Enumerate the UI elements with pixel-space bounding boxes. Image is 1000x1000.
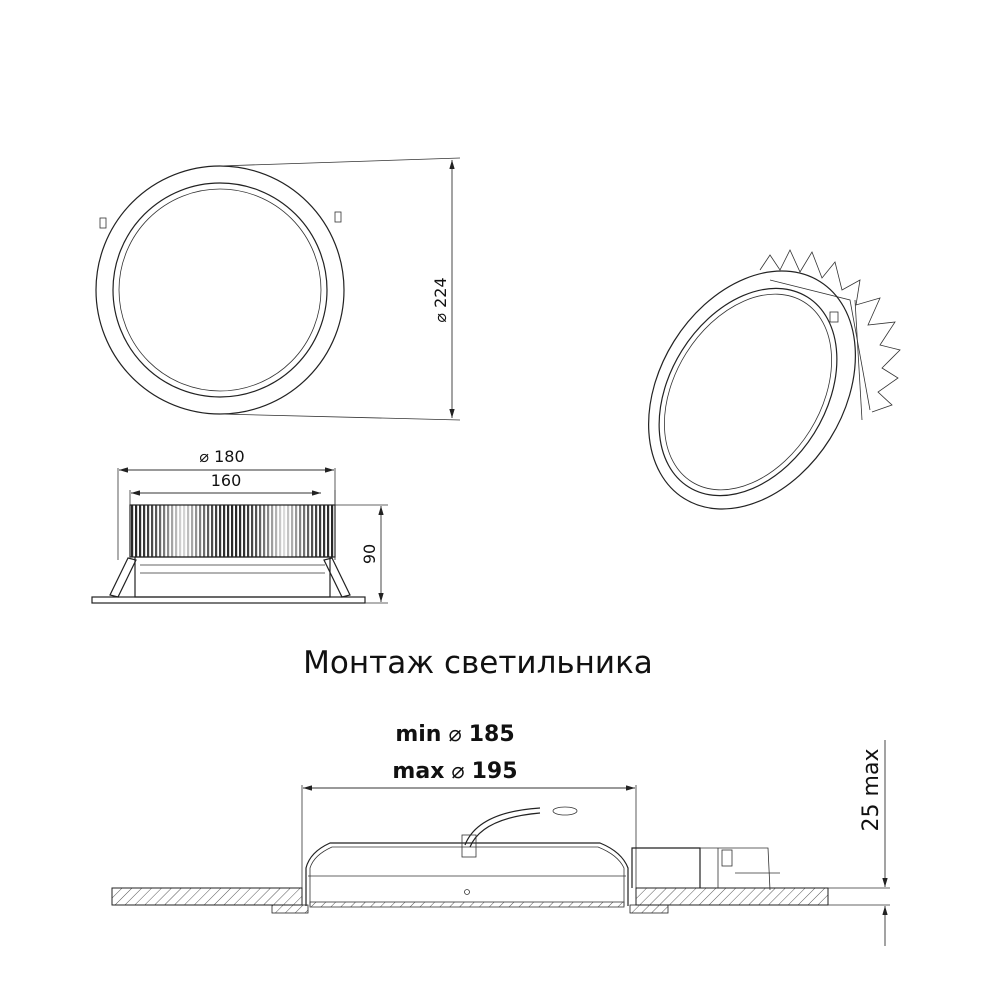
heatsink-fin — [171, 505, 174, 557]
spring-clip — [829, 311, 839, 323]
cable — [464, 807, 541, 846]
heatsink-fin — [235, 505, 238, 557]
flange-right — [629, 904, 669, 914]
spring-right — [323, 557, 351, 598]
heatsink-fin — [303, 505, 306, 557]
heatsink — [131, 505, 334, 557]
heatsink-fin — [299, 505, 302, 557]
height-90-label: 90 — [360, 544, 379, 564]
heatsink-fin — [291, 505, 294, 557]
flange — [91, 596, 366, 604]
outer-bezel — [95, 165, 345, 415]
heatsink-fin — [219, 505, 222, 557]
housing — [305, 842, 629, 906]
heatsink-fin — [251, 505, 254, 557]
heatsink-fin — [147, 505, 150, 557]
heatsink-fin — [203, 505, 206, 557]
diameter-180-label: ⌀ 180 — [199, 447, 244, 466]
spring-left — [109, 557, 137, 598]
diffuser — [118, 188, 322, 392]
heatsink-fin — [187, 505, 190, 557]
heatsink-fin — [307, 505, 310, 557]
heatsink-fin — [259, 505, 262, 557]
flange-left — [271, 904, 309, 914]
bezel-inner — [658, 287, 838, 497]
diameter-224-label: ⌀ 224 — [431, 277, 450, 322]
heatsink-fin — [319, 505, 322, 557]
heatsink-fin — [151, 505, 154, 557]
heatsink-fin — [155, 505, 158, 557]
heatsink-fin — [215, 505, 218, 557]
heatsink-fin — [315, 505, 318, 557]
perspective-view — [648, 249, 901, 510]
ceiling-right — [635, 887, 829, 906]
heatsink-fin — [175, 505, 178, 557]
heatsink-fin — [143, 505, 146, 557]
heatsink-fin — [223, 505, 226, 557]
heatsink-fin — [195, 505, 198, 557]
diffuser — [309, 901, 625, 908]
ceiling-left — [111, 887, 303, 906]
mounting-title: Монтаж светильника — [303, 645, 653, 681]
heatsink-fin — [131, 505, 134, 557]
mounting-view: min ⌀ 185 max ⌀ 195 25 max — [111, 722, 890, 946]
heatsink-fin — [183, 505, 186, 557]
cutout-max-label: max ⌀ 195 — [392, 759, 517, 784]
heatsink-fin — [283, 505, 286, 557]
heatsink-fin — [279, 505, 282, 557]
heatsink-fin — [263, 505, 266, 557]
heatsink-fins — [759, 249, 901, 421]
spring-clip-right — [334, 211, 342, 223]
heatsink-fin — [167, 505, 170, 557]
heatsink-fin — [275, 505, 278, 557]
heatsink-fin — [227, 505, 230, 557]
heatsink-fin — [271, 505, 274, 557]
heatsink-fin — [179, 505, 182, 557]
heatsink-fin — [199, 505, 202, 557]
cutout-min-label: min ⌀ 185 — [395, 722, 514, 747]
top-view: ⌀ 224 — [95, 157, 461, 421]
heatsink-fin — [243, 505, 246, 557]
heatsink-fin — [163, 505, 166, 557]
heatsink-fin — [323, 505, 326, 557]
ceiling-thickness-label: 25 max — [859, 749, 884, 832]
heatsink-fin — [247, 505, 250, 557]
heatsink-fin — [287, 505, 290, 557]
heatsink-fin — [255, 505, 258, 557]
heatsink-fin — [295, 505, 298, 557]
heatsink-fin — [159, 505, 162, 557]
driver-box — [631, 847, 701, 888]
diffuser-perspective — [664, 293, 832, 491]
bezel-outer — [648, 270, 856, 510]
cable-gland — [461, 834, 477, 858]
heatsink-fin — [207, 505, 210, 557]
side-view: ⌀ 180 160 90 — [91, 447, 388, 604]
heatsink-fin — [267, 505, 270, 557]
spring-clip-left — [99, 217, 107, 229]
heatsink-fin — [191, 505, 194, 557]
heatsink-fin — [139, 505, 142, 557]
heatsink-fin — [239, 505, 242, 557]
inner-ring — [112, 182, 328, 398]
heatsink-fin — [135, 505, 138, 557]
heatsink-fin — [327, 505, 330, 557]
width-160-label: 160 — [211, 471, 242, 490]
heatsink-fin — [311, 505, 314, 557]
heatsink-fin — [211, 505, 214, 557]
heatsink-fin — [331, 505, 334, 557]
heatsink-fin — [231, 505, 234, 557]
